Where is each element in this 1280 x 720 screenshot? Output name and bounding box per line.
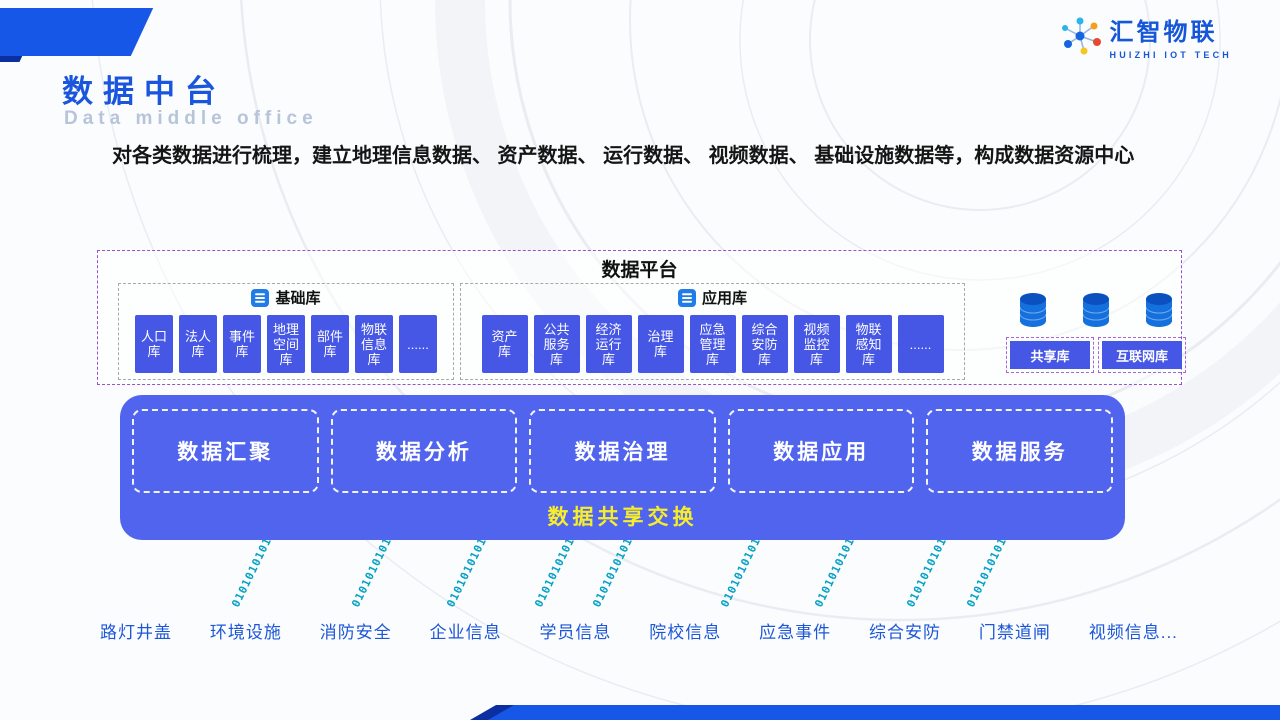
logo-name: 汇智物联 bbox=[1109, 19, 1218, 46]
page-subtitle: Data middle office bbox=[64, 108, 318, 129]
application-library-items: 资产库 公共服务库 经济运行库 治理库 应急管理库 综合安防库 视频监控库 物联… bbox=[461, 315, 964, 373]
logo-icon bbox=[1061, 17, 1101, 55]
basic-library-header: 基础库 bbox=[119, 287, 453, 308]
platform-title: 数据平台 bbox=[601, 260, 678, 281]
database-cylinder-icon bbox=[1082, 293, 1110, 327]
group-label: 应用库 bbox=[701, 290, 747, 307]
scenario-label: 综合安防 bbox=[869, 623, 942, 642]
scenario-label: 企业信息 bbox=[429, 623, 502, 642]
description: 对各类数据进行梳理，建立地理信息数据、 资产数据、 运行数据、 视频数据、 基础… bbox=[112, 145, 1135, 167]
exchange-label: 数据共享交换 bbox=[547, 506, 698, 529]
db-item: 物联信息库 bbox=[355, 315, 393, 373]
db-item: 法人库 bbox=[179, 315, 217, 373]
scenario-label: 院校信息 bbox=[649, 623, 722, 642]
logo-text: 汇智物联 HUIZHI IOT TECH bbox=[1110, 12, 1233, 60]
db-item: 地理空间库 bbox=[267, 315, 305, 373]
internet-library: 互联网库 bbox=[1098, 337, 1186, 373]
db-item: 公共服务库 bbox=[533, 315, 580, 373]
db-item: 经济运行库 bbox=[585, 315, 632, 373]
scenario-label: 路灯井盖 bbox=[100, 623, 172, 642]
database-cylinders bbox=[1018, 291, 1174, 329]
db-item: 视频监控库 bbox=[793, 315, 840, 373]
logo-tagline: HUIZHI IOT TECH bbox=[1109, 50, 1232, 60]
scenario-label: 门禁道闸 bbox=[978, 623, 1051, 642]
database-stack-icon bbox=[677, 288, 696, 307]
db-item-ellipsis: ...... bbox=[399, 315, 437, 373]
database-cylinder-icon bbox=[1019, 293, 1047, 327]
data-pipeline-panel: 数据汇聚 数据分析 数据治理 数据应用 数据服务 数据共享交换 bbox=[120, 395, 1125, 540]
module-box: 数据服务 bbox=[926, 409, 1113, 493]
scenario-row: 路灯井盖 环境设施 消防安全 企业信息 学员信息 院校信息 应急事件 综合安防 … bbox=[100, 618, 1178, 643]
scenario-label: 视频信息... bbox=[1088, 623, 1178, 642]
top-left-accent bbox=[0, 8, 154, 56]
scenario-label: 应急事件 bbox=[759, 623, 832, 642]
page-title: 数据中台 bbox=[62, 74, 226, 109]
share-library-boxes: 共享库 互联网库 bbox=[1006, 337, 1186, 373]
scenario-label: 环境设施 bbox=[209, 623, 282, 642]
db-item: 综合安防库 bbox=[741, 315, 788, 373]
db-item: 应急管理库 bbox=[689, 315, 736, 373]
scenario-label: 学员信息 bbox=[539, 623, 612, 642]
bottom-right-accent bbox=[488, 705, 1280, 720]
database-stack-icon bbox=[251, 288, 270, 307]
data-platform-panel: 数据平台 基础库 人口库 法人库 事件库 地理空间库 部件库 物联信息库 ...… bbox=[97, 250, 1186, 385]
group-label: 基础库 bbox=[275, 290, 321, 307]
db-item: 事件库 bbox=[223, 315, 261, 373]
module-box: 数据汇聚 bbox=[132, 409, 319, 493]
database-cylinder-icon bbox=[1145, 293, 1173, 327]
share-library: 共享库 bbox=[1006, 337, 1094, 373]
logo: 汇智物联 HUIZHI IOT TECH bbox=[1058, 12, 1233, 60]
module-box: 数据治理 bbox=[529, 409, 716, 493]
pipeline-modules: 数据汇聚 数据分析 数据治理 数据应用 数据服务 bbox=[120, 395, 1125, 493]
basic-library-group: 基础库 人口库 法人库 事件库 地理空间库 部件库 物联信息库 ...... bbox=[118, 283, 454, 380]
basic-library-items: 人口库 法人库 事件库 地理空间库 部件库 物联信息库 ...... bbox=[119, 315, 453, 373]
db-item: 治理库 bbox=[637, 315, 684, 373]
db-item: 物联感知库 bbox=[845, 315, 892, 373]
application-library-header: 应用库 bbox=[461, 287, 964, 308]
db-item-ellipsis: ...... bbox=[897, 315, 944, 373]
db-item: 部件库 bbox=[311, 315, 349, 373]
db-item: 资产库 bbox=[481, 315, 528, 373]
scenario-label: 消防安全 bbox=[319, 623, 392, 642]
db-item: 人口库 bbox=[135, 315, 173, 373]
module-box: 数据应用 bbox=[727, 409, 915, 493]
module-box: 数据分析 bbox=[330, 409, 518, 493]
application-library-group: 应用库 资产库 公共服务库 经济运行库 治理库 应急管理库 综合安防库 视频监控… bbox=[460, 283, 965, 380]
